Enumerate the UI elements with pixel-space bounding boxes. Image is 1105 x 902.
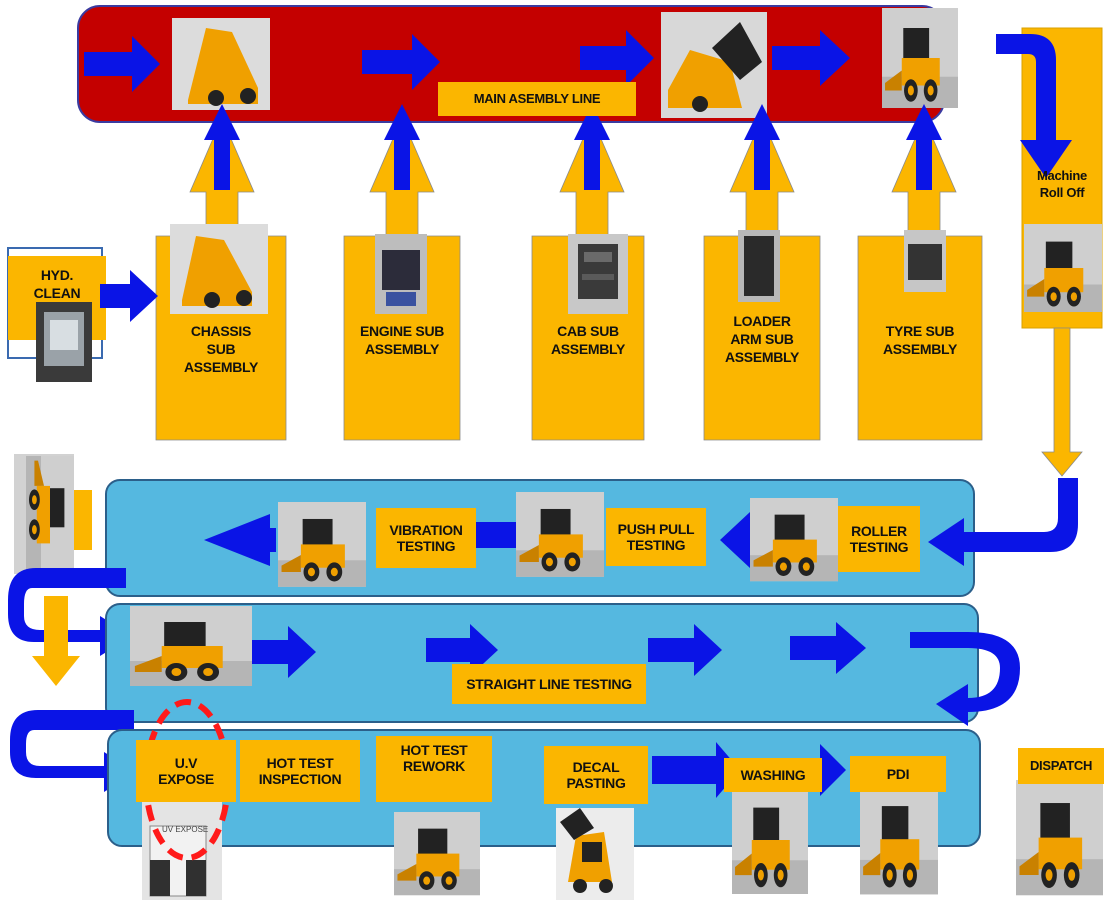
- dispatch-photo: [1016, 780, 1103, 896]
- row1-entry-curve-arrow: [928, 478, 1078, 566]
- loader-arm-sub-assembly-label: LOADER ARM SUB ASSEMBLY: [724, 313, 800, 366]
- row2-to-row3-left-uturn-arrow: [10, 710, 136, 792]
- loader-arm-photo: [738, 230, 780, 302]
- decal-photo: [556, 808, 634, 900]
- row1-photo-vibration: [278, 502, 366, 587]
- cab-photo: [568, 234, 628, 314]
- main-line-photo-3: [882, 8, 958, 108]
- main-line-photo-2: [661, 12, 767, 118]
- test-bay-row-2: [105, 603, 979, 723]
- tyre-photo: [904, 230, 946, 292]
- row1-exit-yellow-arrow: [32, 596, 80, 686]
- main-line-arrows: [84, 30, 850, 92]
- row2-to-row3-uturn-arrow: [910, 632, 1020, 726]
- roll-off-photo: [1024, 224, 1102, 312]
- row2-photo: [130, 606, 252, 686]
- row2-arrows: [252, 622, 866, 678]
- main-line-photo-1: [172, 18, 270, 110]
- dispatch-label: DISPATCH: [1018, 748, 1104, 784]
- row1-to-row2-uturn-arrow: [8, 568, 132, 656]
- roll-off-down-arrow: [1041, 327, 1083, 477]
- chassis-sub-assembly-label: CHASSIS SUB ASSEMBLY: [183, 323, 259, 376]
- sub-assembly-up-arrows: [204, 104, 942, 190]
- row1-photo-roller: [750, 498, 838, 582]
- row1-photo-pushpull: [516, 492, 604, 577]
- roll-off-curve-arrow: [996, 34, 1072, 178]
- rework-photo: [394, 812, 480, 896]
- pdi-label: PDI: [850, 756, 946, 792]
- pdi-photo: [860, 784, 938, 895]
- row1-exit-label-stub: [74, 490, 92, 550]
- washing-photo: [732, 786, 808, 894]
- hyd-clean-label: HYD. CLEAN: [33, 267, 81, 302]
- main-assembly-line-label: MAIN ASEMBLY LINE: [438, 82, 636, 116]
- cab-sub-assembly-label: CAB SUB ASSEMBLY: [550, 323, 626, 358]
- uv-booth-photo: UV EXPOSE: [142, 790, 222, 900]
- uv-booth-sign: UV EXPOSE: [162, 825, 208, 834]
- washing-label: WASHING: [724, 758, 822, 792]
- hyd-clean-arrow: [100, 270, 158, 322]
- chassis-photo: [170, 224, 268, 314]
- engine-photo: [375, 234, 427, 314]
- engine-sub-assembly-label: ENGINE SUB ASSEMBLY: [359, 323, 445, 358]
- machine-roll-off-label: Machine Roll Off: [1037, 168, 1087, 200]
- hyd-clean-photo: [36, 302, 92, 382]
- straight-line-testing-label: STRAIGHT LINE TESTING: [452, 664, 646, 704]
- row1-exit-photo: [14, 454, 74, 574]
- tyre-sub-assembly-label: TYRE SUB ASSEMBLY: [882, 323, 958, 358]
